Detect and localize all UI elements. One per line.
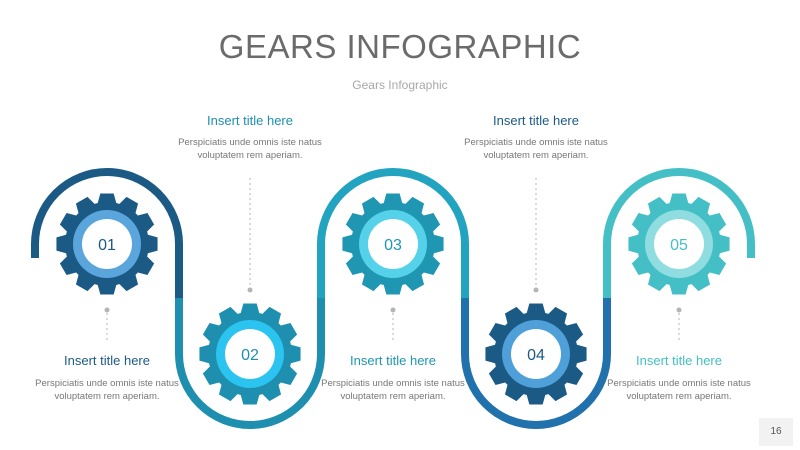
- gear-number-3: 03: [384, 237, 402, 254]
- gear-center: [368, 219, 418, 269]
- gear-number-5: 05: [670, 237, 688, 254]
- step-2-title: Insert title here: [207, 113, 293, 128]
- step-2-desc: Perspiciatis unde omnis iste natus volup…: [178, 137, 322, 161]
- step-5-desc: Perspiciatis unde omnis iste natus volup…: [607, 378, 751, 402]
- gear-number-1: 01: [98, 237, 116, 254]
- gear-icon-2: [199, 303, 301, 405]
- gear-center: [225, 329, 275, 379]
- step-4-desc: Perspiciatis unde omnis iste natus volup…: [464, 137, 608, 161]
- gear-icon-3: [342, 193, 444, 295]
- gear-icon-4: [485, 303, 587, 405]
- gear-center: [654, 219, 704, 269]
- slide-subtitle: Gears Infographic: [352, 78, 448, 92]
- path-segment-3: [317, 168, 469, 298]
- gear-icon-5: [628, 193, 730, 295]
- gear-number-4: 04: [527, 347, 545, 364]
- leader-dot-2: [247, 287, 253, 293]
- leader-dot-5: [676, 307, 682, 313]
- leader-dot-3: [390, 307, 396, 313]
- path-segment-2: [175, 298, 325, 429]
- leader-dot-4: [533, 287, 539, 293]
- step-3-title: Insert title here: [350, 353, 436, 368]
- path-segment-1: [31, 168, 183, 298]
- gear-center: [82, 219, 132, 269]
- step-1-title: Insert title here: [64, 353, 150, 368]
- leader-dot-1: [104, 307, 110, 313]
- gear-number-2: 02: [241, 347, 259, 364]
- step-4-title: Insert title here: [493, 113, 579, 128]
- step-5-title: Insert title here: [636, 353, 722, 368]
- gear-center: [511, 329, 561, 379]
- path-segment-4: [461, 298, 611, 429]
- gear-icon-1: [56, 193, 158, 295]
- path-segment-5: [603, 168, 755, 298]
- slide-title: GEARS INFOGRAPHIC: [218, 28, 582, 65]
- step-1-desc: Perspiciatis unde omnis iste natus volup…: [35, 378, 179, 402]
- step-3-desc: Perspiciatis unde omnis iste natus volup…: [321, 378, 465, 402]
- page-number: 16: [759, 418, 793, 446]
